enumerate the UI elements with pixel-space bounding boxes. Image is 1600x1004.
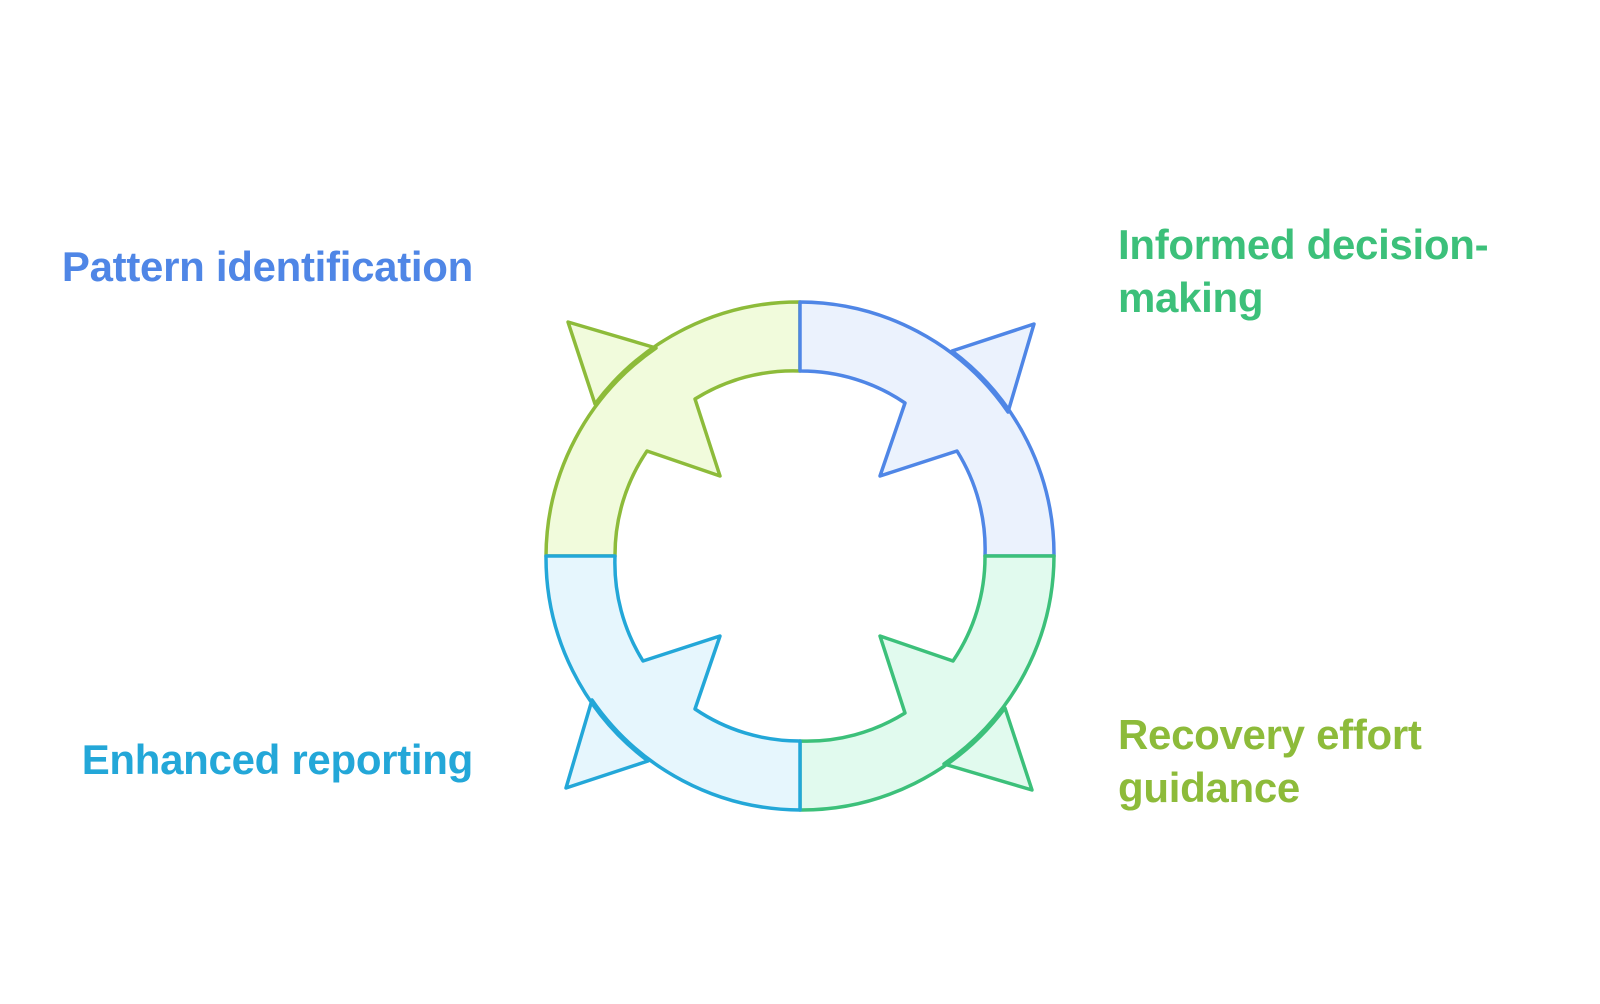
ring-segment-top-right bbox=[798, 300, 1056, 558]
label-recovery-effort-guidance: Recovery effort guidance bbox=[1118, 711, 1422, 811]
ring-segment-top-left bbox=[544, 300, 802, 558]
label-enhanced-reporting: Enhanced reporting bbox=[81, 736, 474, 783]
label-pattern-identification: Pattern identification bbox=[61, 243, 473, 290]
cycle-ring bbox=[544, 300, 1056, 812]
label-informed-decision-making: Informed decision-making bbox=[1118, 221, 1489, 321]
ring-segment-bottom-left bbox=[544, 554, 802, 812]
ring-segment-bottom-right bbox=[798, 554, 1056, 812]
